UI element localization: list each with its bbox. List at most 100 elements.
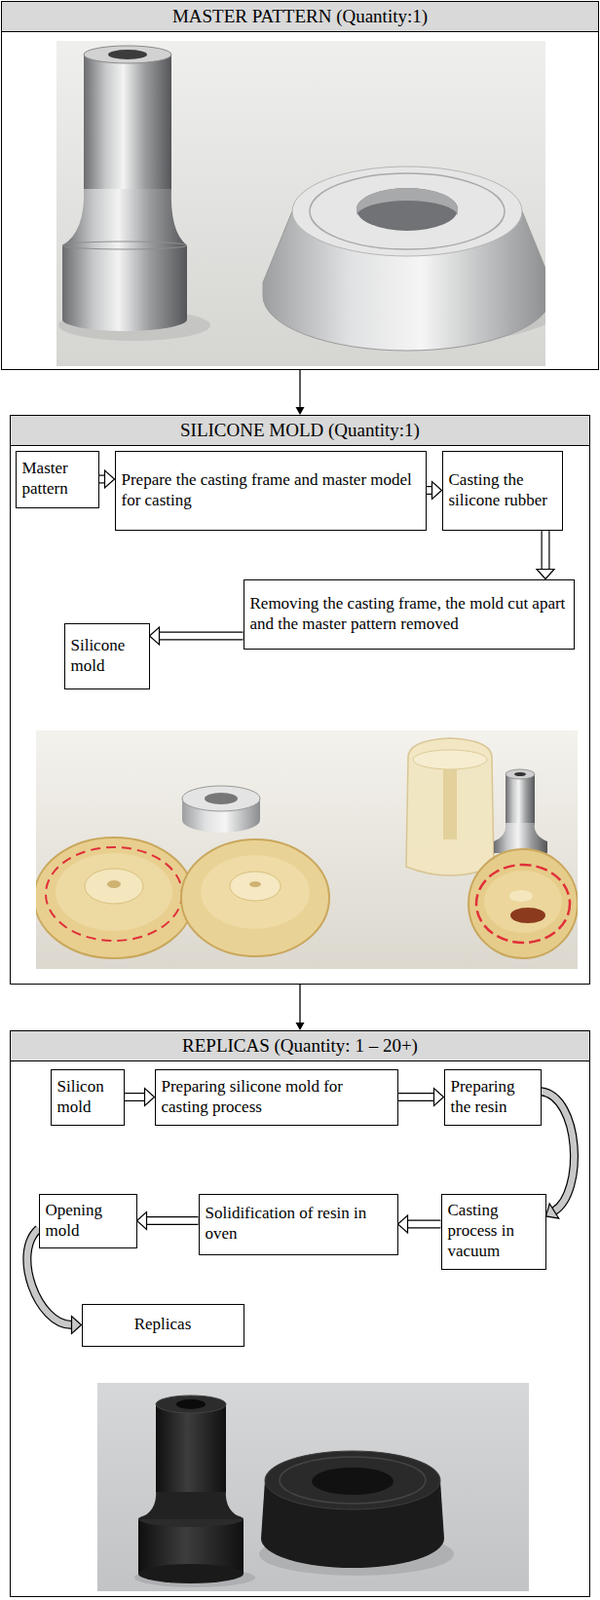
block-arrow-head: [137, 1212, 148, 1231]
photo-detail: [510, 907, 546, 924]
master-pattern-photo: [56, 40, 546, 367]
process-box: Replicas: [81, 1304, 245, 1348]
photo-detail: [36, 837, 194, 959]
photo-detail: [83, 54, 172, 189]
photo-detail: [476, 864, 570, 943]
photo-detail: [200, 855, 310, 930]
box-label: Removing the casting frame, the mold cut…: [250, 594, 568, 635]
block-arrow-body: [99, 476, 106, 484]
block-arrow-head: [145, 1088, 155, 1107]
photo-detail: [505, 774, 535, 825]
photo-detail: [509, 890, 533, 902]
box-label: Master pattern: [22, 458, 93, 499]
process-box: Prepare the casting frame and master mod…: [114, 450, 427, 531]
process-box: Casting process in vacuum: [441, 1194, 547, 1271]
block-arrow: [150, 627, 244, 645]
block-arrow-outline: [541, 1091, 575, 1212]
photo-detail: [107, 880, 121, 889]
header-band: MASTER PATTERN (Quantity:1): [1, 1, 599, 33]
box-label: Preparing silicone mold for casting proc…: [161, 1077, 392, 1118]
block-arrow: [99, 470, 115, 488]
photo-detail: [311, 1467, 394, 1496]
block-arrow: [541, 1091, 575, 1220]
block-arrow-head: [150, 627, 160, 645]
section-heading: REPLICAS (Quantity: 1 – 20+): [182, 1035, 418, 1057]
photo-detail: [412, 750, 488, 770]
photo-detail: [443, 769, 457, 840]
photo-detail: [356, 187, 458, 231]
photo-detail: [309, 173, 505, 250]
flow-arrow: [296, 370, 305, 415]
photo-detail: [55, 853, 173, 932]
photo-detail: [493, 823, 548, 842]
box-label: Preparing the resin: [450, 1077, 535, 1118]
process-box: Preparing silicone mold for casting proc…: [154, 1069, 399, 1126]
block-arrow-outline: [398, 1092, 435, 1102]
block-arrow-head: [546, 1203, 560, 1219]
section-panel: REPLICAS (Quantity: 1 – 20+)Silicon mold…: [9, 1030, 591, 1598]
box-label: Solidification of resin in oven: [205, 1203, 392, 1244]
header-band: SILICONE MOLD (Quantity:1): [10, 415, 590, 447]
photo-detail: [45, 847, 183, 941]
photo-detail: [505, 769, 535, 780]
section-heading: SILICONE MOLD (Quantity:1): [180, 419, 420, 442]
photo-detail: [182, 786, 261, 812]
photo-detail: [62, 187, 188, 246]
block-arrow-outline: [159, 632, 244, 641]
process-box: Silicone mold: [64, 623, 150, 690]
block-arrow: [398, 1215, 442, 1234]
box-label: Silicone mold: [71, 636, 144, 676]
process-box: Opening mold: [38, 1194, 138, 1249]
box-label: Replicas: [88, 1314, 238, 1336]
photo-detail: [514, 772, 526, 777]
photo-detail: [62, 241, 188, 250]
process-box: Preparing the resin: [444, 1069, 542, 1126]
replicas-photo: [97, 1383, 529, 1592]
connector-line: [299, 370, 300, 408]
process-box: Removing the casting frame, the mold cut…: [243, 579, 575, 650]
photo-detail: [406, 738, 494, 876]
photo-detail: [176, 1399, 206, 1410]
block-arrow-body: [398, 1093, 435, 1101]
block-arrow-head: [434, 1088, 445, 1107]
arrow-head: [296, 1022, 305, 1031]
block-arrow-outline: [124, 1092, 146, 1102]
photo-detail: [264, 1451, 441, 1510]
block-arrow-outline: [541, 530, 551, 570]
photo-detail: [83, 45, 172, 64]
block-arrow-body: [541, 1091, 575, 1212]
block-arrow: [398, 1088, 445, 1107]
box-label: Opening mold: [45, 1200, 131, 1241]
photo-detail: [468, 849, 578, 959]
photo-detail: [138, 1490, 244, 1520]
box-label: Casting the silicone rubber: [449, 470, 557, 511]
block-arrow-outline: [147, 1216, 199, 1226]
block-arrow-head: [72, 1316, 82, 1335]
silicone-mold-photo: [36, 730, 578, 970]
photo-detail: [279, 1457, 426, 1504]
section-panel: SILICONE MOLD (Quantity:1) Master pattern…: [9, 414, 591, 985]
block-arrow-body: [147, 1217, 199, 1225]
photo-detail: [108, 49, 148, 60]
block-arrow-body: [124, 1093, 146, 1101]
block-arrow: [124, 1088, 155, 1107]
block-arrow-outline: [408, 1220, 442, 1230]
block-arrow: [426, 482, 443, 500]
block-arrow-outline: [426, 486, 433, 495]
box-label: Casting process in vacuum: [448, 1200, 540, 1262]
process-box: Casting the silicone rubber: [442, 450, 563, 531]
photo-detail: [181, 839, 330, 957]
photo-detail: [484, 870, 563, 934]
arrow-head: [296, 407, 305, 415]
section-heading: MASTER PATTERN (Quantity:1): [172, 5, 428, 28]
block-arrow-head: [398, 1215, 409, 1234]
connector-line: [299, 984, 300, 1023]
header-band: REPLICAS (Quantity: 1 – 20+): [10, 1031, 590, 1062]
photo-detail: [204, 792, 238, 805]
block-arrow-body: [542, 530, 550, 570]
photo-detail: [155, 1404, 226, 1493]
photo-detail: [229, 871, 281, 901]
process-box: Master pattern: [15, 450, 100, 509]
